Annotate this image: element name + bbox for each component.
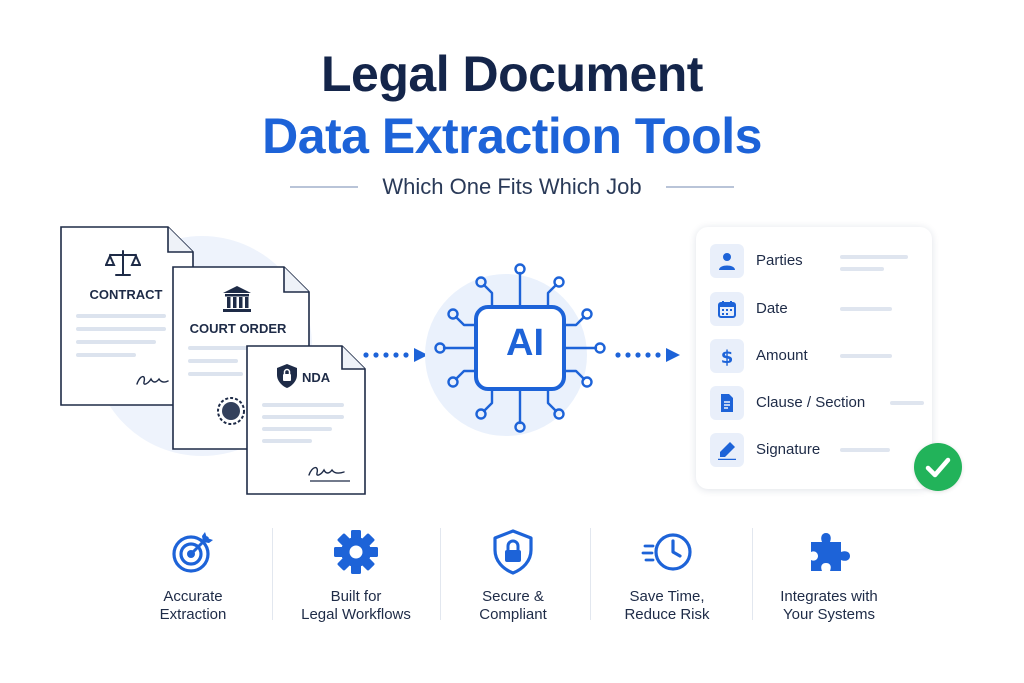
feature-accurate-extraction: Accurate Extraction <box>118 528 268 638</box>
field-label: Clause / Section <box>756 394 866 411</box>
signature-scribble <box>308 466 350 482</box>
feature-label-line-2: Reduce Risk <box>624 606 710 623</box>
text-line <box>188 346 248 350</box>
document-label: NDA <box>302 370 331 385</box>
feature-label-line-1: Secure & <box>482 588 544 605</box>
field-value-placeholder <box>840 307 892 311</box>
scales-icon <box>105 250 141 276</box>
feature-divider <box>272 528 273 620</box>
field-label: Date <box>756 300 788 317</box>
field-label: Amount <box>756 347 808 364</box>
field-value-placeholder <box>840 267 884 271</box>
feature-built-for-legal-workflows: Built for Legal Workflows <box>281 528 431 638</box>
flow-arrow-left <box>363 348 428 362</box>
shield-lock-icon <box>493 529 533 575</box>
text-line <box>262 403 344 407</box>
ai-chip-icon <box>434 263 606 433</box>
puzzle-icon <box>811 533 850 571</box>
extracted-fields-card: Parties Date $ Amount <box>696 227 932 489</box>
field-value-placeholder <box>840 448 890 452</box>
text-line <box>262 427 332 431</box>
page-title-line-2: Data Extraction Tools <box>262 108 762 164</box>
calendar-icon <box>718 301 736 318</box>
ai-label: AI <box>506 322 544 364</box>
text-line <box>76 353 136 357</box>
field-row-signature: Signature <box>710 433 920 467</box>
field-row-date: Date <box>710 292 920 326</box>
signature-scribble <box>136 375 169 385</box>
document-label: COURT ORDER <box>189 321 287 336</box>
field-value-placeholder <box>840 354 892 358</box>
subtitle-rule-left <box>290 186 359 188</box>
text-line <box>262 439 312 443</box>
field-label: Signature <box>756 441 821 458</box>
feature-save-time-reduce-risk: Save Time, Reduce Risk <box>592 528 742 638</box>
field-row-amount: $ Amount <box>710 339 920 373</box>
text-line <box>76 314 166 318</box>
courthouse-icon <box>223 286 251 312</box>
flow-arrow-right <box>615 348 680 362</box>
document-nda: NDA <box>246 345 378 521</box>
seal-icon <box>217 397 245 425</box>
feature-label-line-1: Save Time, <box>629 588 705 605</box>
page-subtitle: Which One Fits Which Job <box>382 174 642 199</box>
checkmark-badge <box>914 443 962 491</box>
clock-icon <box>641 533 692 571</box>
text-line <box>262 415 344 419</box>
field-row-parties: Parties <box>710 244 920 278</box>
feature-label-line-2: Your Systems <box>783 606 875 623</box>
text-line <box>188 372 243 376</box>
shield-lock-icon <box>277 364 297 388</box>
checkmark-icon <box>925 457 951 478</box>
subtitle-row: Which One Fits Which Job <box>0 172 1024 202</box>
field-value-placeholder <box>840 255 908 259</box>
feature-label-line-1: Built for <box>330 588 382 605</box>
subtitle-rule-right <box>665 186 734 188</box>
feature-label-line-1: Accurate <box>163 588 223 605</box>
feature-integrates-with-your-systems: Integrates with Your Systems <box>754 528 904 638</box>
pen-icon <box>718 442 736 460</box>
feature-label-line-2: Extraction <box>159 606 227 623</box>
svg-text:$: $ <box>721 347 734 366</box>
page-title-line-1: Legal Document <box>321 46 703 102</box>
dollar-icon: $ <box>721 347 734 366</box>
document-label: CONTRACT <box>89 287 163 302</box>
feature-label-line-2: Compliant <box>479 606 547 623</box>
gear-icon <box>334 530 378 574</box>
field-value-placeholder <box>890 401 924 405</box>
target-icon <box>172 532 213 573</box>
feature-label-line-1: Integrates with <box>780 588 878 605</box>
text-line <box>76 340 156 344</box>
person-icon <box>719 253 735 270</box>
feature-divider <box>752 528 753 620</box>
text-line <box>76 327 166 331</box>
feature-label-line-2: Legal Workflows <box>301 606 411 623</box>
text-line <box>188 359 238 363</box>
feature-divider <box>590 528 591 620</box>
field-row-clause-section: Clause / Section <box>710 386 924 420</box>
field-label: Parties <box>756 252 803 269</box>
feature-secure-compliant: Secure & Compliant <box>438 528 588 638</box>
document-icon <box>721 394 733 412</box>
feature-divider <box>440 528 441 620</box>
